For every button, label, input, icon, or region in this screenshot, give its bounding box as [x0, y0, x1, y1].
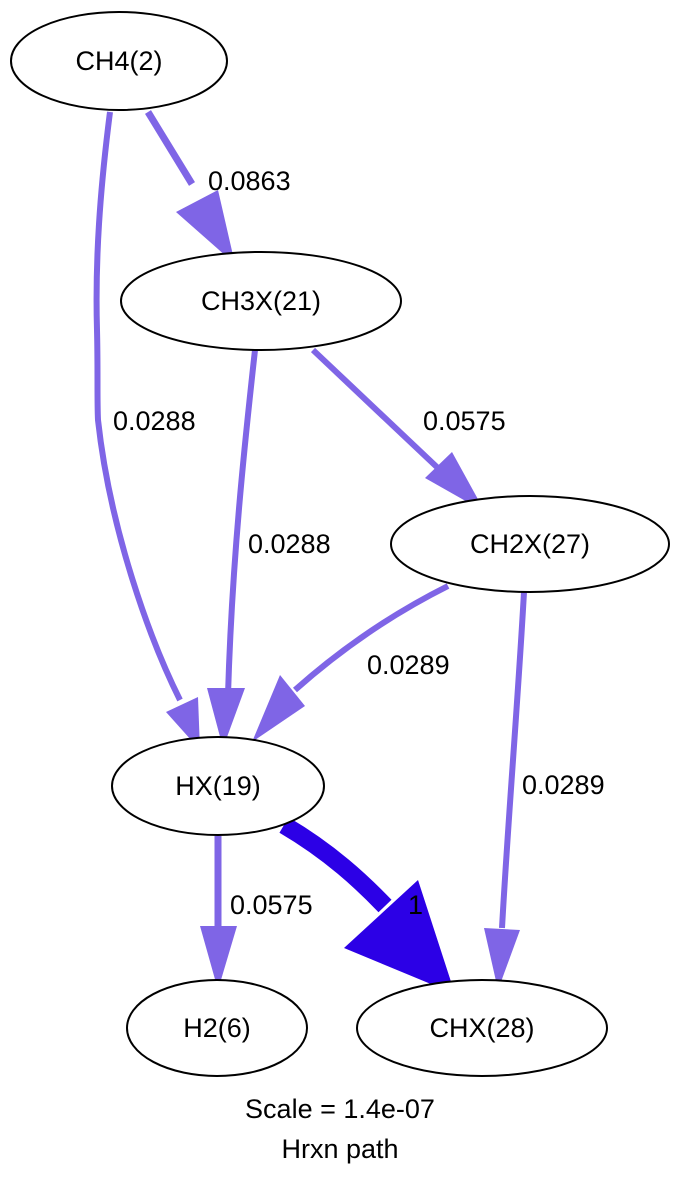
node-label-ch2x: CH2X(27) — [470, 529, 590, 559]
edges — [93, 110, 527, 994]
edge-label-ch2x-hx: 0.0289 — [367, 650, 450, 680]
edge-ch3x-ch2x — [310, 347, 485, 512]
edge-label-ch3x-ch2x: 0.0575 — [423, 406, 506, 436]
edge-ch2x-hx — [252, 583, 450, 742]
scale-label: Scale = 1.4e-07 — [245, 1094, 435, 1124]
edge-label-ch4-ch3x: 0.0863 — [208, 166, 291, 196]
node-ch3x: CH3X(21) — [120, 251, 402, 351]
node-label-ch4: CH4(2) — [75, 46, 162, 76]
node-label-h2: H2(6) — [183, 1013, 251, 1043]
edge-hx-h2 — [200, 836, 237, 990]
edge-ch4-ch3x — [145, 110, 235, 264]
edge-label-ch4-hx: 0.0288 — [113, 406, 196, 436]
edge-labels: 0.0863 0.0288 0.0288 0.0575 0.0289 0.028… — [113, 166, 605, 920]
node-label-hx: HX(19) — [175, 771, 261, 801]
node-h2: H2(6) — [126, 979, 308, 1077]
node-hx: HX(19) — [111, 736, 325, 836]
node-label-ch3x: CH3X(21) — [201, 286, 321, 316]
node-label-chx: CHX(28) — [429, 1013, 534, 1043]
diagram-caption: Hrxn path — [281, 1134, 398, 1164]
node-ch2x: CH2X(27) — [390, 495, 670, 593]
node-chx: CHX(28) — [356, 979, 608, 1077]
edge-ch3x-hx — [207, 349, 258, 748]
edge-ch2x-chx — [484, 591, 527, 990]
node-ch4: CH4(2) — [10, 11, 228, 111]
edge-label-hx-h2: 0.0575 — [230, 890, 313, 920]
edge-label-ch2x-chx: 0.0289 — [522, 770, 605, 800]
edge-hx-chx — [279, 817, 455, 994]
edge-ch4-hx — [93, 111, 200, 750]
edge-label-hx-chx: 1 — [408, 890, 423, 920]
edge-label-ch3x-hx: 0.0288 — [248, 529, 331, 559]
